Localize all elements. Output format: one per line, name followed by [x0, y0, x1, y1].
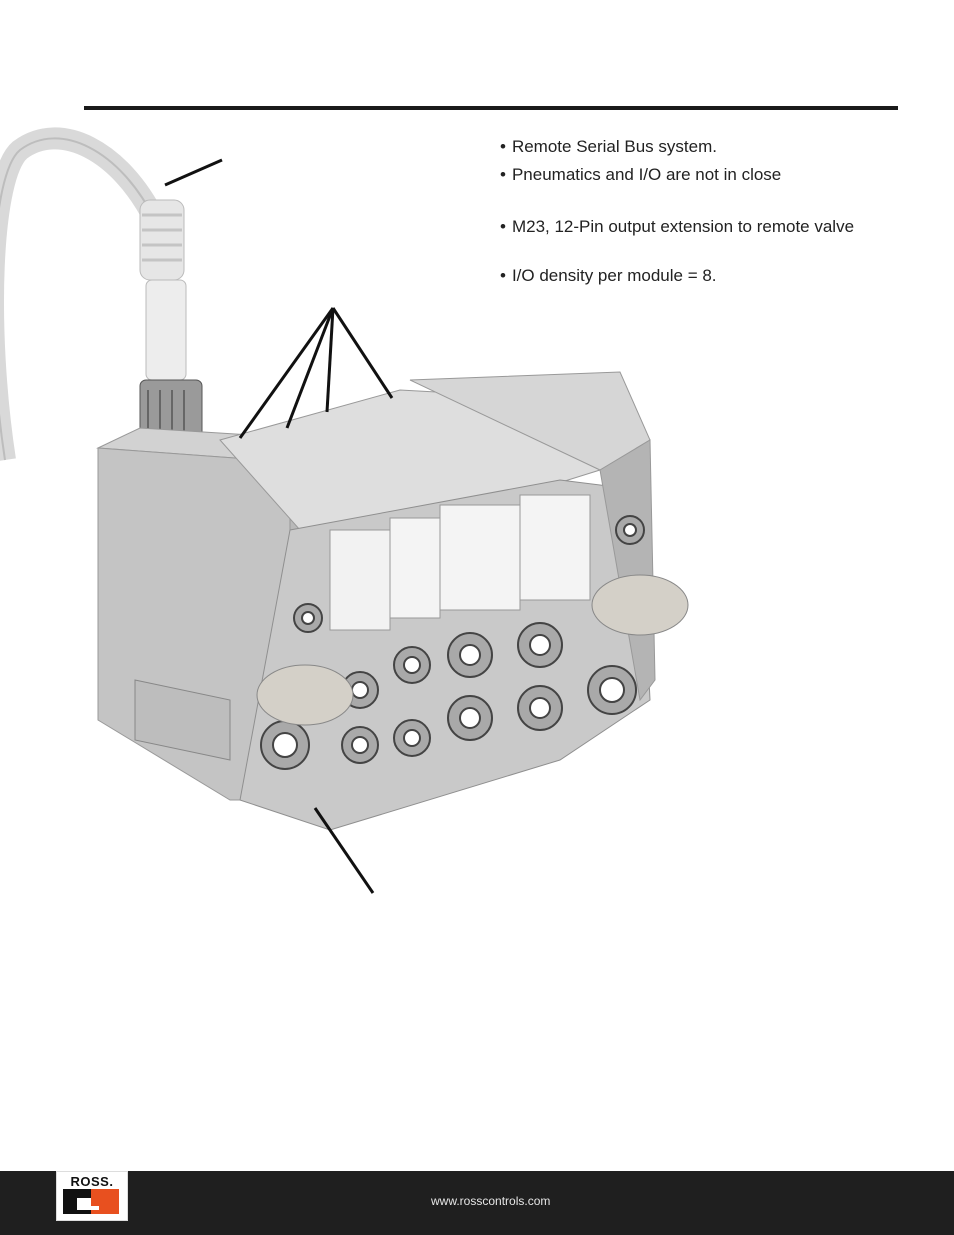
cable-strain-relief — [139, 199, 187, 381]
ross-logo: ROSS. — [56, 1171, 128, 1221]
feature-item: • I/O density per module = 8. — [500, 266, 717, 286]
page-footer — [0, 1171, 954, 1235]
feature-text: I/O density per module = 8. — [511, 266, 717, 285]
feature-text: Remote Serial Bus system. — [511, 137, 717, 156]
solenoid-caps — [329, 494, 591, 631]
logo-wordmark: ROSS. — [70, 1174, 114, 1189]
cable-edge — [0, 137, 156, 461]
exhaust-silencers — [256, 574, 689, 726]
product-photo — [0, 127, 689, 894]
footer-url[interactable]: www.rosscontrols.com — [431, 1194, 551, 1208]
feature-text: Pneumatics and I/O are not in close — [511, 165, 782, 184]
logo-mark-icon — [63, 1189, 119, 1214]
feature-item: • M23, 12-Pin output extension to remote … — [500, 217, 854, 237]
bullet-dot: • — [500, 266, 506, 285]
feature-text: M23, 12-Pin output extension to remote v… — [511, 217, 855, 236]
bullet-dot: • — [500, 137, 506, 156]
cable-loop — [0, 127, 165, 461]
bullet-dot: • — [500, 165, 506, 184]
push-in-fittings — [260, 515, 645, 770]
feature-item: • Remote Serial Bus system. — [500, 137, 717, 157]
header-rule — [84, 106, 898, 110]
feature-item: • Pneumatics and I/O are not in close — [500, 165, 781, 185]
bullet-dot: • — [500, 217, 506, 236]
callout-lines — [164, 158, 394, 894]
